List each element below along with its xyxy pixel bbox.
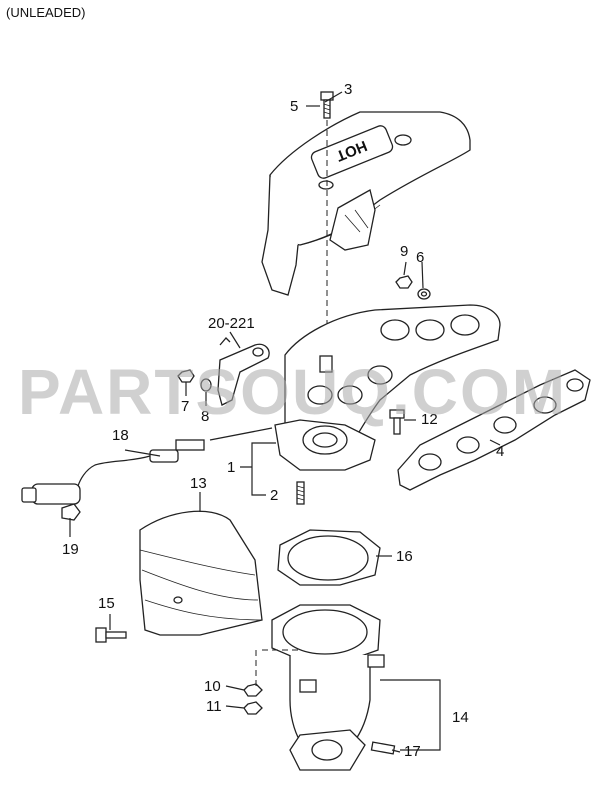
callout-16[interactable]: 16 (396, 548, 413, 565)
stud-2[interactable] (296, 481, 305, 505)
callout-17[interactable]: 17 (404, 743, 421, 760)
washer-6[interactable] (417, 288, 431, 300)
diagram-title: (UNLEADED) (6, 5, 86, 20)
sensor-clip-19[interactable] (61, 503, 81, 521)
callout-7[interactable]: 7 (181, 398, 189, 415)
callout-6[interactable]: 6 (416, 249, 424, 266)
callout-3[interactable]: 3 (344, 81, 352, 98)
cover-hole-icon (318, 180, 334, 190)
catalytic-converter[interactable] (271, 604, 385, 771)
lower-heat-shield[interactable] (139, 510, 263, 636)
washer-8[interactable] (200, 378, 212, 392)
nut-9[interactable] (395, 275, 413, 289)
bolt-12[interactable] (389, 409, 405, 435)
callout-15[interactable]: 15 (98, 595, 115, 612)
callout-5[interactable]: 5 (290, 98, 298, 115)
hot-label-plate (310, 125, 394, 179)
nut-10[interactable] (243, 683, 263, 697)
callout-1[interactable]: 1 (227, 459, 235, 476)
callout-11[interactable]: 11 (206, 698, 222, 715)
exhaust-manifold[interactable] (274, 304, 501, 471)
callout-12[interactable]: 12 (421, 411, 438, 428)
callout-9[interactable]: 9 (400, 243, 408, 260)
bracket-20-221[interactable] (217, 337, 270, 406)
callout-10[interactable]: 10 (204, 678, 221, 695)
nut-11[interactable] (243, 701, 263, 715)
heat-shield-cover[interactable]: HOT (261, 111, 471, 296)
callout-19[interactable]: 19 (62, 541, 79, 558)
callout-20-221[interactable]: 20-221 (208, 315, 255, 332)
bolt-15[interactable] (95, 627, 127, 643)
callout-4[interactable]: 4 (496, 443, 504, 460)
oxygen-sensor[interactable] (21, 427, 273, 505)
nut-7[interactable] (177, 369, 195, 383)
leader-lines (69, 91, 501, 753)
bolt-5[interactable] (320, 91, 334, 119)
callout-labels: 3 5 9 6 20-221 7 8 12 1 2 4 18 19 13 16 … (62, 81, 504, 760)
callout-14[interactable]: 14 (452, 709, 469, 726)
cover-hole-icon (394, 134, 412, 146)
manifold-gasket[interactable] (397, 369, 591, 491)
callout-2[interactable]: 2 (270, 487, 278, 504)
callout-13[interactable]: 13 (190, 475, 207, 492)
callout-8[interactable]: 8 (201, 408, 209, 425)
stud-17[interactable] (370, 741, 396, 755)
callout-18[interactable]: 18 (112, 427, 129, 444)
catalytic-gasket[interactable] (277, 529, 381, 586)
